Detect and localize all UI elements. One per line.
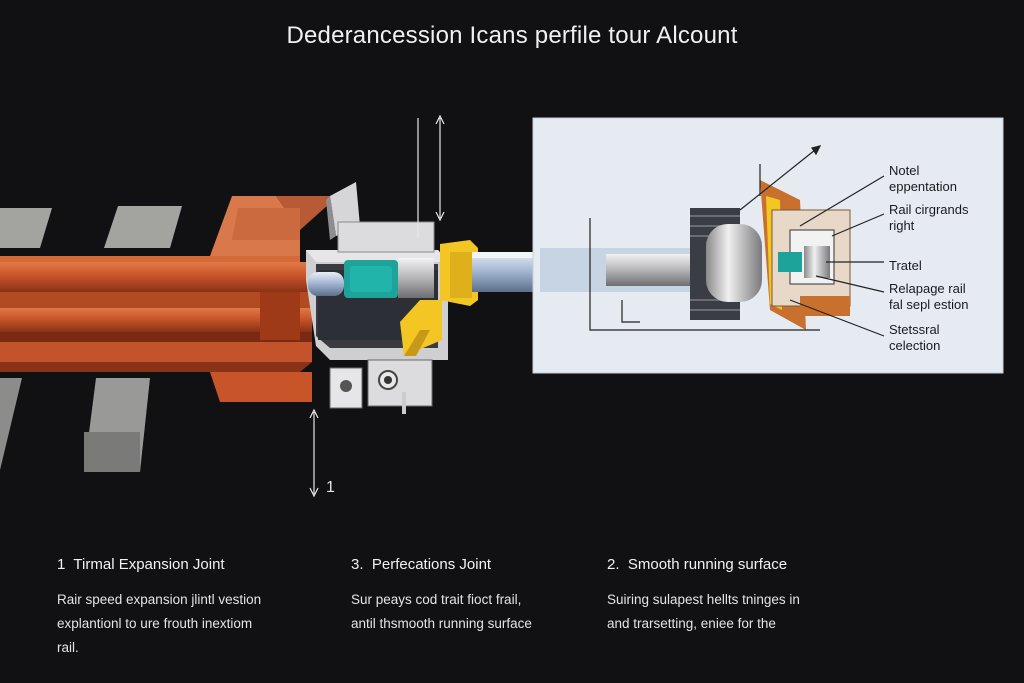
inset-label-line: Stetssral <box>889 322 940 337</box>
section-3-title: 2. Smooth running surface <box>607 556 787 573</box>
inset-label-line: right <box>889 218 915 233</box>
section-body-line: rail. <box>57 640 79 655</box>
section-body-line: Suiring sulapest hellts tninges in <box>607 592 800 607</box>
dimension-marks <box>309 114 445 498</box>
section-body-line: antil thsmooth running surface <box>351 616 532 631</box>
section-body-line: Sur peays cod trait fioct frail, <box>351 592 522 607</box>
inset-label-line: celection <box>889 338 941 353</box>
inset-label-notel: Notel eppentation <box>889 163 957 195</box>
page-title: Dederancession Icans perfile tour Alcoun… <box>286 22 738 49</box>
section-2-title: 3. Perfecations Joint <box>351 556 491 573</box>
rail <box>0 196 338 402</box>
section-2-body: Sur peays cod trait fioct frail, antil t… <box>351 588 532 636</box>
section-body-line: and trarsetting, eniee for the <box>607 616 776 631</box>
section-title-text: Smooth running surface <box>627 556 788 573</box>
sleeper-top-mid <box>104 206 182 248</box>
inset-label-relapage: Relapage rail fal sepl estion <box>889 281 969 313</box>
section-1-title: 1 Tirmal Expansion Joint <box>57 556 225 573</box>
joint-housing <box>306 182 448 414</box>
section-3-body: Suiring sulapest hellts tninges in and t… <box>607 588 800 636</box>
inset-panel <box>532 117 1004 374</box>
inset-label-rail-cirgrands: Rail cirgrands right <box>889 202 968 234</box>
sleepers <box>0 206 182 472</box>
inset-label-line: Relapage rail <box>889 281 966 296</box>
inset-label-line: eppentation <box>889 179 957 194</box>
dimension-label-bottom: 1 <box>326 479 335 496</box>
sleeper-top-left <box>0 208 52 248</box>
section-number: 1 <box>57 556 66 573</box>
section-1-body: Rair speed expansion jlintl vestion expl… <box>57 588 261 660</box>
section-title-text: Perfecations Joint <box>371 556 492 573</box>
section-number: 3. <box>351 556 364 573</box>
inset-label-line: Tratel <box>889 258 922 273</box>
sleeper-bottom-left <box>0 378 22 470</box>
inset-label-line: Rail cirgrands <box>889 202 969 217</box>
label-leaders <box>739 145 885 337</box>
section-number: 2. <box>607 556 620 573</box>
inset-label-stetssral: Stetssral celection <box>889 322 940 354</box>
inset-label-line: fal sepl estion <box>889 297 969 312</box>
section-body-line: Rair speed expansion jlintl vestion <box>57 592 262 607</box>
inset-label-line: Notel <box>889 163 920 178</box>
section-body-line: explantionl to ure frouth inextiom <box>57 616 253 631</box>
section-title-text: Tirmal Expansion Joint <box>73 556 225 573</box>
inset-label-tratel: Tratel <box>889 258 922 274</box>
